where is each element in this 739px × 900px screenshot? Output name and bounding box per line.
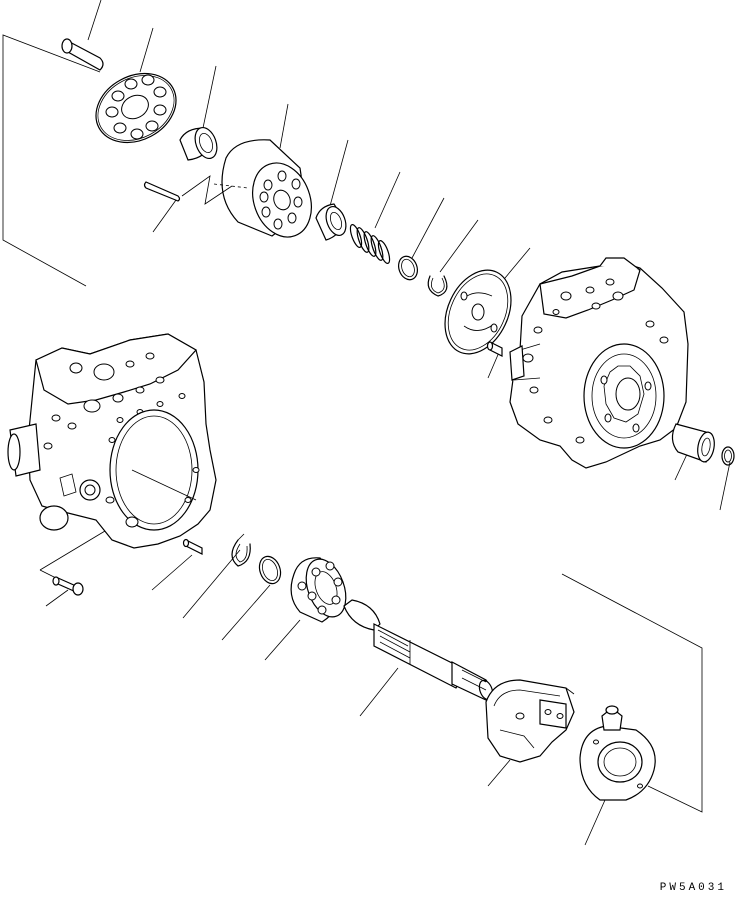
o-ring-lower (258, 555, 282, 585)
bracket-line-upper (2, 34, 101, 287)
collar (315, 203, 347, 241)
guide-pin (61, 38, 104, 71)
bracket-line-lower (561, 573, 703, 813)
spherical-bushing (179, 126, 218, 161)
valve-plate (444, 269, 512, 355)
snap-ring-lower (231, 533, 251, 567)
support-plate (579, 705, 656, 801)
coil-spring (349, 224, 391, 264)
needle-bearing (671, 423, 715, 463)
snap-ring-upper (427, 275, 448, 297)
drive-shaft (343, 599, 494, 701)
bolt (52, 576, 84, 596)
o-ring-right (721, 446, 735, 466)
swash-plate (485, 679, 575, 763)
pump-case-housing (7, 333, 217, 549)
ball-bearing (290, 557, 347, 623)
cylinder-block (221, 139, 312, 238)
needle-pin (143, 175, 249, 205)
end-cap-housing (509, 257, 689, 469)
o-ring-upper (397, 255, 419, 281)
retainer-plate (95, 72, 177, 144)
dowel-pin-upper (486, 341, 503, 357)
dowel-pin-lower (182, 538, 203, 555)
drawing-code-label: PW5A031 (659, 882, 727, 894)
